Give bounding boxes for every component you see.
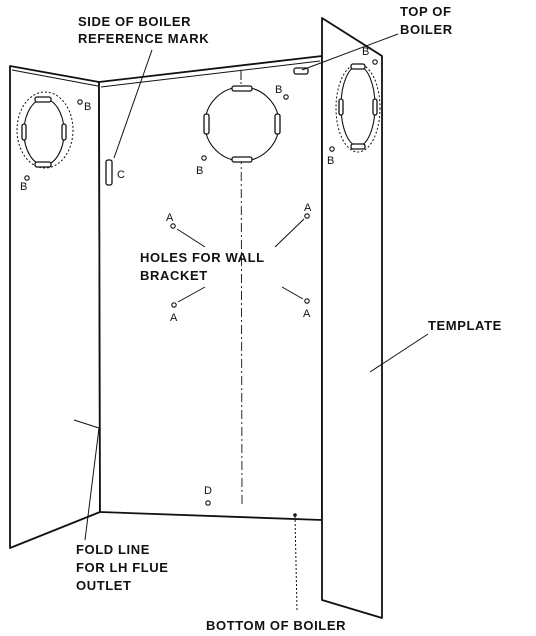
label-wall-bracket-line-2: BRACKET — [140, 268, 208, 283]
marker-b-left-lower: B — [20, 181, 27, 193]
hole-b-left-upper — [77, 99, 83, 105]
label-wall-bracket-line-1: HOLES FOR WALL — [140, 250, 265, 265]
centre-hole-tab-right — [274, 113, 281, 135]
leader-bottom — [294, 515, 298, 611]
marker-b-centre: B — [196, 165, 203, 177]
hole-b-top — [283, 94, 289, 100]
marker-a-upper-left: A — [166, 212, 174, 224]
label-top-line-2: BOILER — [400, 22, 453, 37]
label-fold-line-3: OUTLET — [76, 578, 132, 593]
left-hole-tab-right — [61, 123, 67, 141]
left-hole-tab-top — [34, 96, 52, 103]
marker-a-lower-right: A — [303, 308, 311, 320]
right-hole-tab-bottom — [350, 143, 366, 150]
left-hole-tab-left — [21, 123, 27, 141]
left-hole-tab-bottom — [34, 161, 52, 168]
centre-hole-tab-left — [203, 113, 210, 135]
centre-hole-tab-bottom — [231, 156, 253, 163]
bottom-mark-dot — [293, 513, 297, 517]
label-fold-line-2: FOR LH FLUE — [76, 560, 169, 575]
label-side-mark-line-1: SIDE OF BOILER — [78, 14, 191, 29]
centre-panel-top-edge — [100, 60, 321, 88]
centre-hole-tab-top — [231, 85, 253, 92]
label-top-line-1: TOP OF — [400, 4, 452, 19]
marker-b-left-upper: B — [84, 101, 91, 113]
hole-b-right-lower — [329, 146, 335, 152]
label-side-mark-line-2: REFERENCE MARK — [78, 31, 209, 46]
left-flue-hole — [23, 98, 65, 166]
hole-a-lower-left — [171, 302, 177, 308]
marker-b-right-lower: B — [327, 155, 334, 167]
right-hole-tab-top — [350, 63, 366, 70]
leader-template — [369, 333, 429, 373]
leader-top — [301, 33, 399, 71]
leader-a-lower-right — [281, 286, 304, 300]
marker-d: D — [204, 485, 212, 497]
label-bottom: BOTTOM OF BOILER — [206, 618, 346, 633]
marker-c: C — [117, 169, 125, 181]
hole-d — [205, 500, 211, 506]
label-template: TEMPLATE — [428, 318, 502, 333]
leader-a-upper-right — [274, 218, 305, 248]
left-panel-top-edge — [11, 69, 99, 87]
marker-a-lower-left: A — [170, 312, 178, 324]
leader-fold — [73, 419, 100, 541]
marker-a-upper-right: A — [304, 202, 312, 214]
hole-a-lower-right — [304, 298, 310, 304]
hole-b-centre — [201, 155, 207, 161]
right-panel — [321, 17, 383, 619]
hole-a-upper-left — [170, 223, 176, 229]
right-flue-outline — [335, 63, 381, 153]
left-flue-outline — [16, 91, 74, 169]
leader-a-upper-left — [176, 228, 206, 248]
right-hole-tab-right — [372, 98, 378, 116]
leader-a-lower-left — [177, 286, 206, 303]
marker-b-right-upper: B — [362, 46, 369, 58]
reference-slot — [105, 159, 113, 186]
right-flue-hole — [340, 65, 376, 147]
marker-b-top: B — [275, 84, 282, 96]
hole-b-right-upper — [372, 59, 378, 65]
hole-a-upper-right — [304, 213, 310, 219]
right-hole-tab-left — [338, 98, 344, 116]
hole-b-left-lower — [24, 175, 30, 181]
label-fold-line-1: FOLD LINE — [76, 542, 150, 557]
centre-flue-hole — [204, 86, 280, 162]
leader-side-mark — [113, 49, 153, 159]
